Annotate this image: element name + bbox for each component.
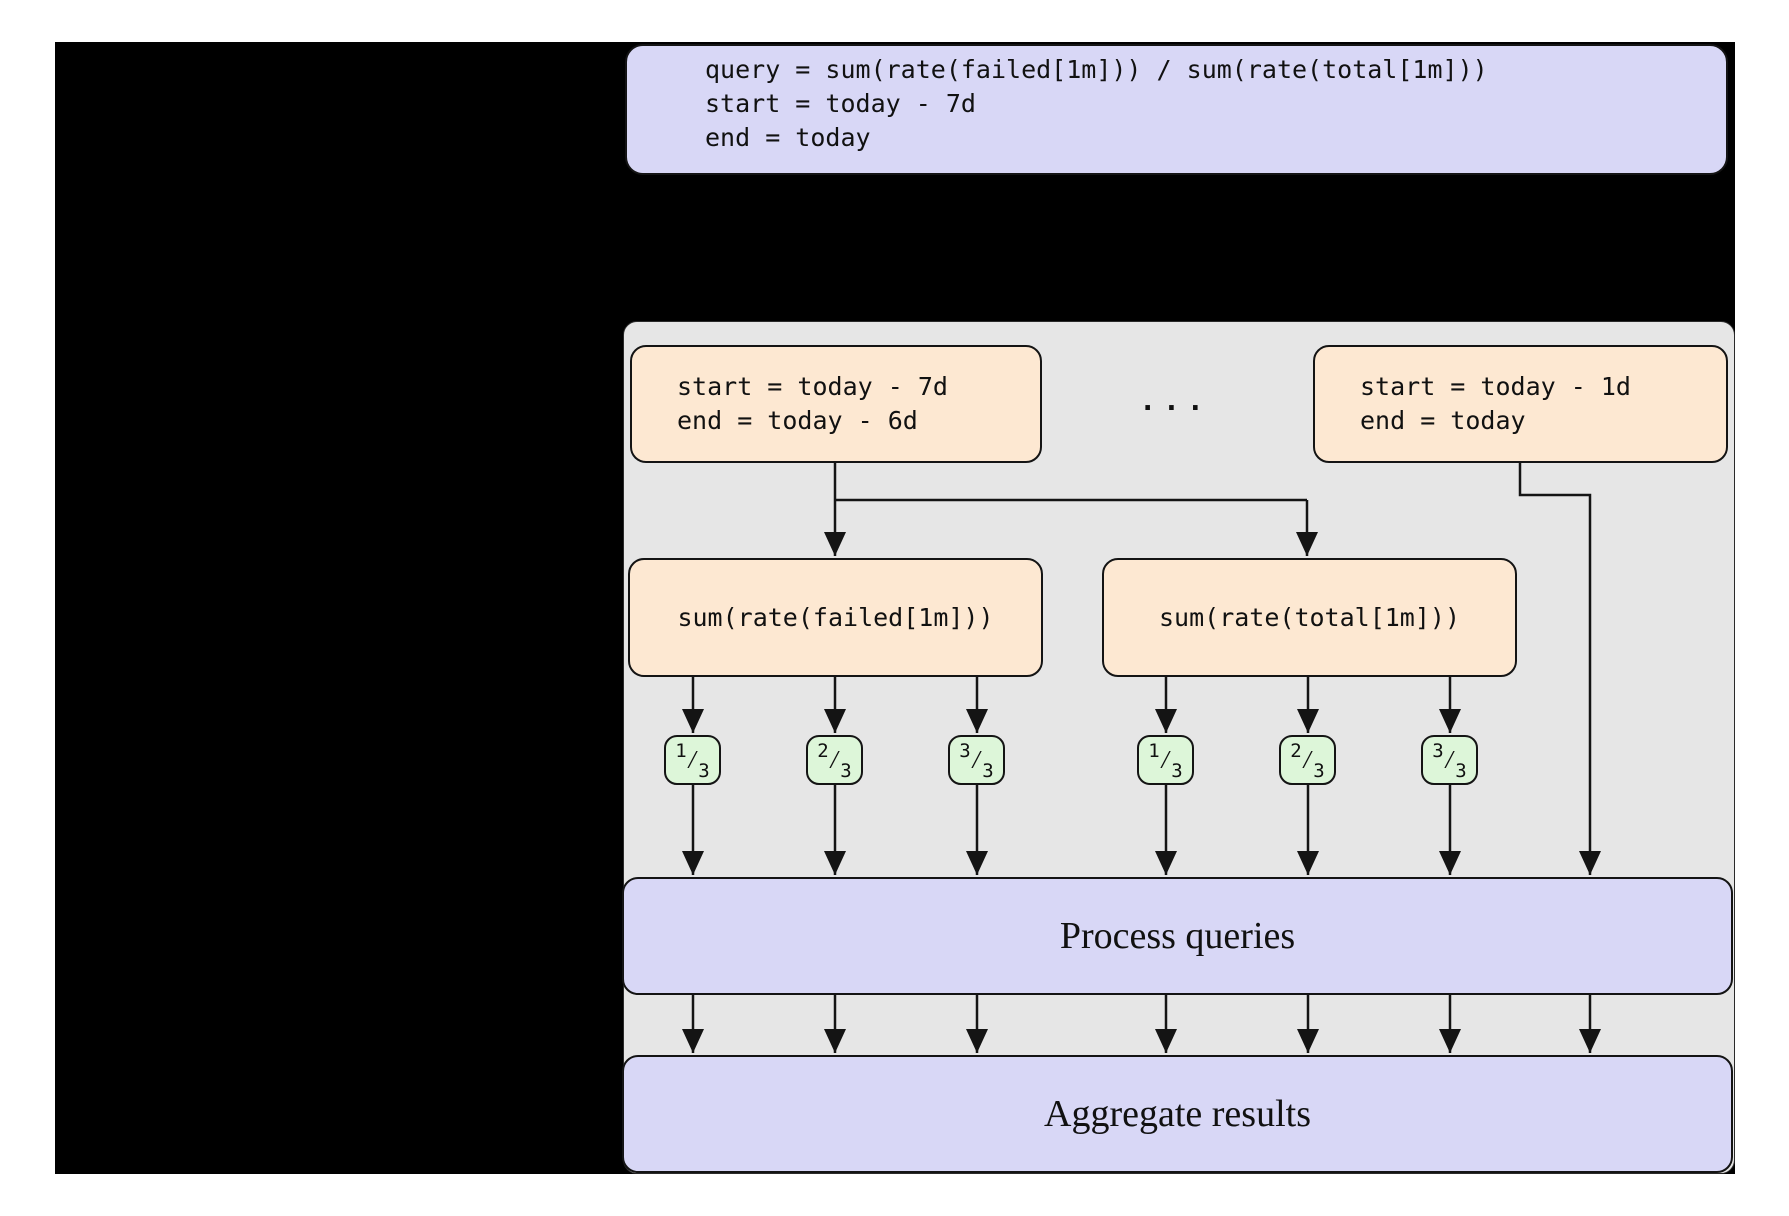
subquery-label: sum(rate(total[1m])) [1158, 602, 1461, 632]
query-definition-box: query = sum(rate(failed[1m])) / sum(rate… [625, 44, 1728, 175]
fraction-slash: ⁄ [1299, 744, 1316, 775]
process-queries-label: Process queries [1059, 915, 1296, 957]
ellipsis-label: ... [1139, 384, 1211, 417]
shard-numerator: 3 [959, 739, 971, 762]
shard-fraction-badge: 2⁄3 [806, 735, 863, 785]
fraction-slash: ⁄ [826, 744, 843, 775]
shard-numerator: 1 [675, 739, 687, 762]
shard-denominator: 3 [698, 760, 710, 783]
time-range-box-last-day: start = today - 1d end = today [1313, 345, 1728, 463]
shard-denominator: 3 [1313, 760, 1325, 783]
range-end: end = today - 6d [677, 406, 918, 435]
shard-numerator: 2 [817, 739, 829, 762]
query-end-param: end = today [705, 123, 871, 152]
shard-denominator: 3 [1455, 760, 1467, 783]
shard-numerator: 1 [1148, 739, 1160, 762]
aggregate-results-bar: Aggregate results [622, 1055, 1733, 1173]
time-range-box-first-day: start = today - 7d end = today - 6d [630, 345, 1042, 463]
fraction-slash: ⁄ [684, 744, 701, 775]
aggregate-results-label: Aggregate results [1044, 1093, 1311, 1135]
shard-fraction-badge: 3⁄3 [1421, 735, 1478, 785]
shard-denominator: 3 [1171, 760, 1183, 783]
subquery-box-failed: sum(rate(failed[1m])) [628, 558, 1043, 677]
query-start-param: start = today - 7d [705, 89, 976, 118]
shard-fraction-badge: 3⁄3 [948, 735, 1005, 785]
query-expression: query = sum(rate(failed[1m])) / sum(rate… [705, 55, 1488, 84]
fraction-slash: ⁄ [1441, 744, 1458, 775]
fraction-slash: ⁄ [968, 744, 985, 775]
subquery-box-total: sum(rate(total[1m])) [1102, 558, 1517, 677]
shard-denominator: 3 [840, 760, 852, 783]
process-queries-bar: Process queries [622, 877, 1733, 995]
subquery-label: sum(rate(failed[1m])) [677, 602, 994, 632]
shard-numerator: 3 [1432, 739, 1444, 762]
shard-fraction-badge: 1⁄3 [664, 735, 721, 785]
range-start: start = today - 7d [677, 372, 948, 401]
shard-numerator: 2 [1290, 739, 1302, 762]
shard-fraction-badge: 1⁄3 [1137, 735, 1194, 785]
range-end: end = today [1360, 406, 1526, 435]
shard-fraction-badge: 2⁄3 [1279, 735, 1336, 785]
fraction-slash: ⁄ [1157, 744, 1174, 775]
range-start: start = today - 1d [1360, 372, 1631, 401]
shard-denominator: 3 [982, 760, 994, 783]
